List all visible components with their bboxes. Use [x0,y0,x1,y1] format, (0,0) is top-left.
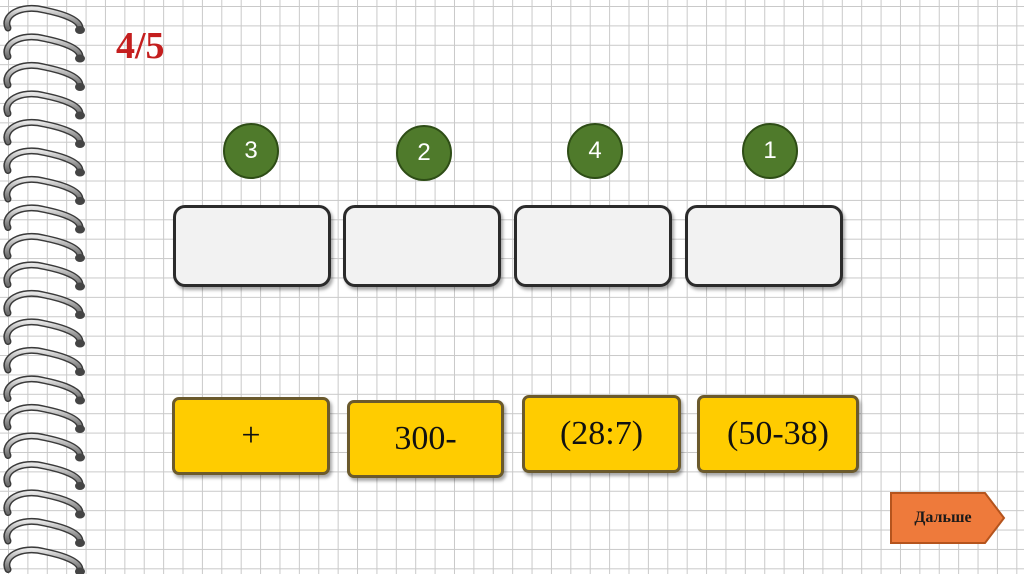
next-button-label: Дальше [914,509,972,526]
binding-ring [3,432,85,462]
expression-card-50-38[interactable]: (50-38) [697,395,859,473]
order-number-2: 2 [396,125,452,181]
binding-ring [3,204,85,234]
binding-ring [3,347,85,376]
drop-slot-2[interactable] [343,205,501,287]
binding-ring [3,90,85,120]
order-number-4: 1 [742,123,798,179]
order-number-3: 4 [567,123,623,179]
expression-card-plus[interactable]: + [172,397,330,475]
expression-card-28-7[interactable]: (28:7) [522,395,681,473]
binding-ring [3,5,85,34]
binding-ring [3,119,85,148]
binding-ring [3,375,85,405]
order-number-1: 3 [223,123,279,179]
binding-ring [3,290,85,319]
binding-ring [3,33,85,63]
binding-ring [3,461,85,490]
spiral-binding-icon [3,5,85,574]
arrow-right-button [890,492,1006,544]
expression-card-300[interactable]: 300- [347,400,504,478]
binding-ring [3,233,85,262]
page-counter: 4/5 [116,25,165,67]
binding-ring [3,318,85,348]
next-button[interactable]: Дальше [889,491,1007,545]
drop-slot-3[interactable] [514,205,672,287]
binding-ring [3,261,85,291]
binding-ring [3,546,85,574]
binding-ring [3,62,85,91]
binding-ring [3,489,85,519]
binding-ring [3,147,85,177]
binding-ring [3,404,85,433]
drop-slot-1[interactable] [173,205,331,287]
binding-ring [3,176,85,205]
drop-slot-4[interactable] [685,205,843,287]
binding-ring [3,518,85,547]
